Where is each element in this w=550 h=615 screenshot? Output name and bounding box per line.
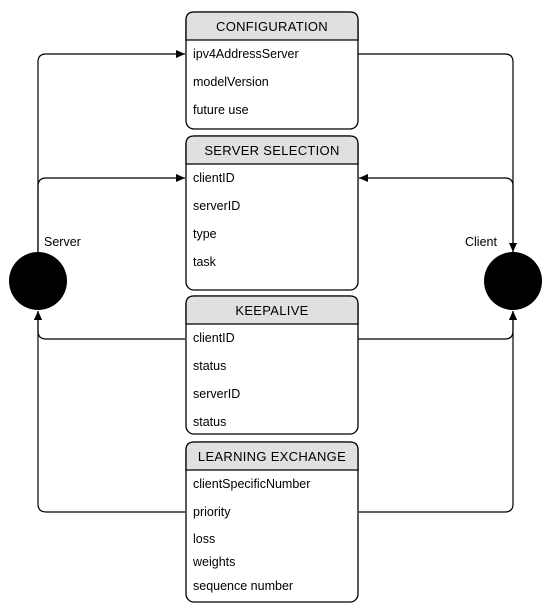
message-box-server-selection: SERVER SELECTION clientID serverID type task <box>185 135 359 291</box>
box-field: priority <box>193 505 231 519</box>
client-label: Client <box>465 235 497 249</box>
connector-keepalive-to-server <box>34 311 185 340</box>
box-field: task <box>193 255 217 269</box>
connector-server-to-configuration <box>37 50 185 252</box>
box-field: ipv4AddressServer <box>193 47 299 61</box>
connector-client-to-server-selection <box>359 174 514 252</box>
box-header <box>185 441 359 471</box>
box-field: clientID <box>193 331 235 345</box>
box-field: sequence number <box>193 579 293 593</box>
box-field: serverID <box>193 387 240 401</box>
connectors <box>34 50 517 516</box>
connector-server-to-server-selection <box>37 174 185 252</box>
box-field: modelVersion <box>193 75 269 89</box>
box-field: weights <box>192 555 235 569</box>
box-title: LEARNING EXCHANGE <box>198 449 346 464</box>
box-header <box>185 135 359 165</box>
box-field: future use <box>193 103 249 117</box>
box-field: clientSpecificNumber <box>193 477 310 491</box>
box-title: CONFIGURATION <box>216 19 328 34</box>
client-node: Client <box>465 235 542 310</box>
message-box-configuration: CONFIGURATION ipv4AddressServer modelVersi… <box>185 11 359 130</box>
box-field: status <box>193 359 226 373</box>
message-box-learning-exchange: LEARNING EXCHANGE clientSpecificNumber pri… <box>185 441 359 603</box>
server-node: Server <box>9 235 81 310</box>
box-field: type <box>193 227 217 241</box>
box-field: clientID <box>193 171 235 185</box>
box-title: SERVER SELECTION <box>204 143 339 158</box>
connector-server-learning-exchange <box>34 311 194 516</box>
client-node-circle <box>484 252 542 310</box>
connector-configuration-to-client <box>358 53 517 252</box>
box-field: loss <box>193 532 215 546</box>
connector-keepalive-to-client <box>358 311 517 340</box>
box-title: KEEPALIVE <box>235 303 308 318</box>
message-boxes: CONFIGURATION ipv4AddressServer modelVersi… <box>185 11 359 603</box>
box-field: status <box>193 415 226 429</box>
box-header <box>185 11 359 41</box>
box-header <box>185 295 359 325</box>
connector-client-learning-exchange <box>350 311 517 516</box>
server-label: Server <box>44 235 81 249</box>
server-node-circle <box>9 252 67 310</box>
box-field: serverID <box>193 199 240 213</box>
